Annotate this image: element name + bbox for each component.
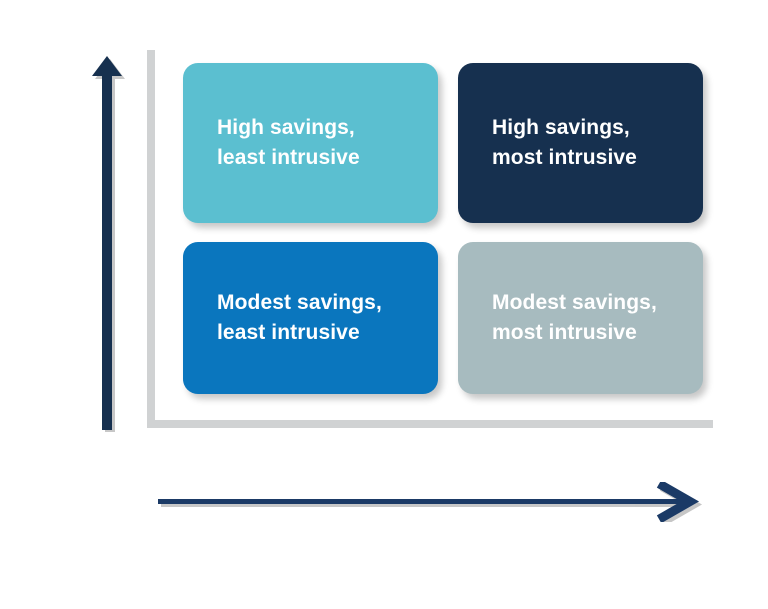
axis-frame-horizontal-line — [147, 420, 713, 428]
quadrant-high-savings-most-intrusive[interactable]: High savings, most intrusive — [458, 63, 703, 223]
quadrant-label-top-right: High savings, most intrusive — [492, 115, 637, 169]
quadrant-high-savings-least-intrusive[interactable]: High savings, least intrusive — [183, 63, 438, 223]
quadrant-label-bottom-left: Modest savings, least intrusive — [217, 290, 382, 344]
y-axis-arrow-icon — [88, 54, 126, 432]
quadrant-modest-savings-least-intrusive[interactable]: Modest savings, least intrusive — [183, 242, 438, 394]
quadrant-label-top-left: High savings, least intrusive — [217, 115, 360, 169]
x-axis-arrow-icon — [158, 482, 708, 522]
axis-frame-vertical-line — [147, 50, 155, 428]
quadrant-modest-savings-most-intrusive[interactable]: Modest savings, most intrusive — [458, 242, 703, 394]
quadrant-label-bottom-right: Modest savings, most intrusive — [492, 290, 657, 344]
